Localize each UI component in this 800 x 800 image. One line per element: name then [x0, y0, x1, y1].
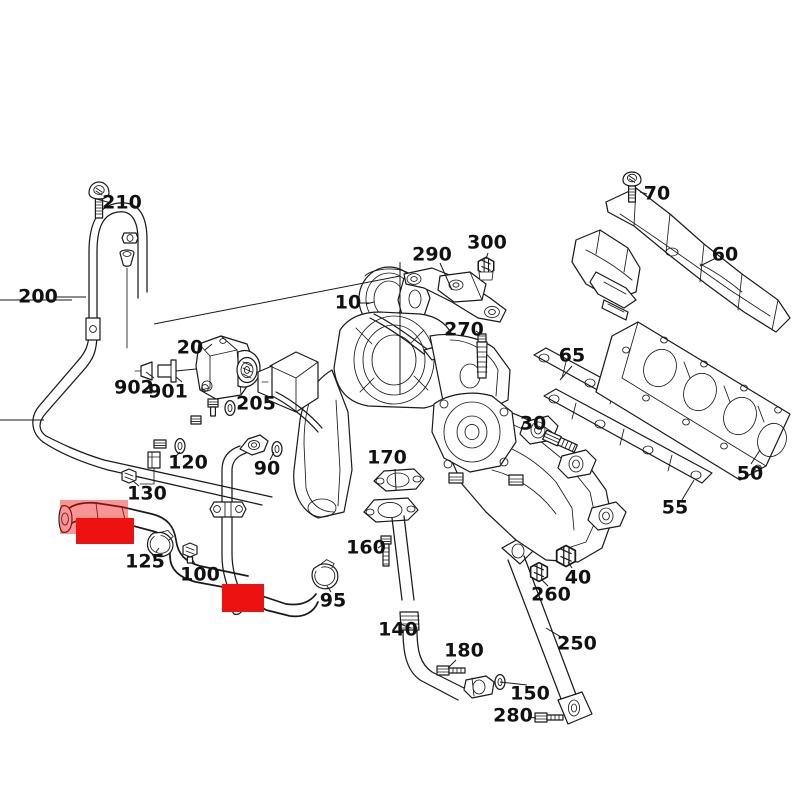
callout-10: 10 [334, 291, 362, 314]
callout-55: 55 [661, 496, 689, 519]
callout-50: 50 [736, 462, 764, 485]
callout-125: 125 [125, 550, 165, 573]
callout-901: 901 [148, 380, 188, 403]
part-300-nut [477, 256, 495, 281]
callout-200: 200 [18, 285, 58, 308]
callout-280: 280 [493, 704, 533, 727]
part-70-bolt [622, 171, 642, 203]
part-95-hose-clamp [311, 559, 339, 590]
callout-120: 120 [168, 451, 208, 474]
callout-150: 150 [510, 682, 550, 705]
callout-65: 65 [558, 344, 586, 367]
callout-140: 140 [378, 618, 418, 641]
callout-160: 160 [346, 536, 386, 559]
part-50-manifold-gasket [595, 321, 791, 481]
part-280-bolt [534, 712, 564, 723]
part-160-bolt [380, 535, 392, 567]
callout-290: 290 [412, 243, 452, 266]
callout-60: 60 [711, 243, 739, 266]
part-170-flange-gasket [363, 468, 425, 523]
callout-902: 902 [114, 376, 154, 399]
callout-170: 170 [367, 446, 407, 469]
exhaust-manifold-body [431, 392, 627, 563]
part-20-vacuum-transducer [134, 335, 261, 400]
callout-260: 260 [531, 583, 571, 606]
callout-95: 95 [319, 589, 347, 612]
callout-210: 210 [102, 191, 142, 214]
callout-130: 130 [127, 482, 167, 505]
callout-270: 270 [444, 318, 484, 341]
callout-90: 90 [253, 457, 281, 480]
callout-205: 205 [236, 392, 276, 415]
callout-250: 250 [557, 632, 597, 655]
part-270-stud-bolt [476, 333, 488, 379]
part-260-nut [529, 561, 549, 583]
callout-70: 70 [643, 182, 671, 205]
callout-180: 180 [444, 639, 484, 662]
highlight-coolant-hose-left-lower [76, 518, 134, 544]
highlight-coolant-hose-lower-center [222, 584, 264, 612]
leader-lines [0, 191, 761, 719]
part-130-bolt [121, 439, 167, 485]
part-60-heat-shield [571, 187, 791, 333]
callout-40: 40 [564, 566, 592, 589]
callout-300: 300 [467, 231, 507, 254]
callout-20: 20 [176, 336, 204, 359]
part-55-heat-shield-strip [543, 388, 713, 484]
part-290-bracket [403, 267, 507, 323]
callout-30: 30 [519, 412, 547, 435]
part-180-bolt [436, 665, 466, 676]
part-205-seal-ring [190, 398, 236, 425]
part-30-stud [542, 429, 578, 453]
callout-100: 100 [180, 563, 220, 586]
part-40-nut [555, 544, 577, 568]
part-125-hose-clamp [146, 529, 174, 560]
part-100-bolt [182, 542, 198, 564]
